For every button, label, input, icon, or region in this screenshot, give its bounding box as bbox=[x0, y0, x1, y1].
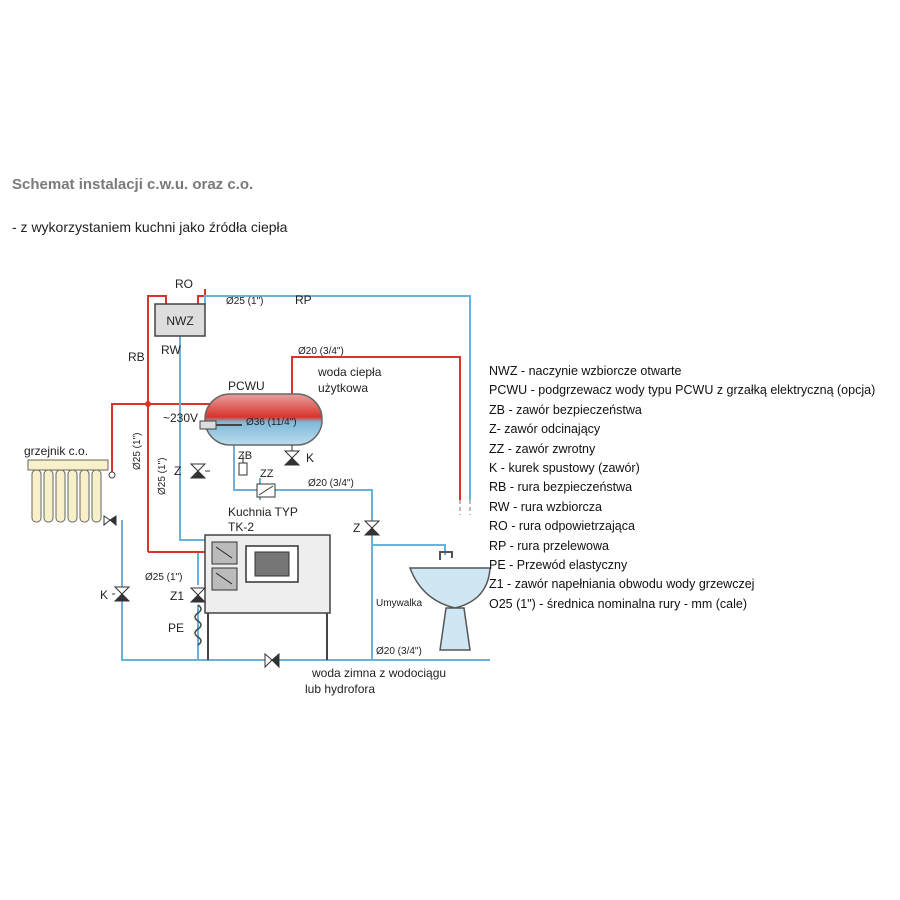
pcwu-water-heater bbox=[199, 393, 323, 446]
legend-item: RO - rura odpowietrzająca bbox=[489, 519, 635, 534]
pipe-pcwu-label: Ø20 (3/4") bbox=[298, 346, 344, 357]
kitchen-label-1: Kuchnia TYP bbox=[228, 505, 298, 519]
cold-water-label-2: lub hydrofora bbox=[305, 682, 375, 696]
vert-label-2: Ø25 (1") bbox=[157, 458, 168, 495]
legend-item: RB - rura bezpieczeństwa bbox=[489, 480, 633, 495]
z1-fill-valve-icon bbox=[189, 587, 207, 603]
radiator-icon bbox=[27, 459, 117, 527]
pipe-mid-label: Ø20 (3/4") bbox=[308, 478, 354, 489]
hot-water-pipes bbox=[111, 289, 461, 553]
z-shutoff-valve-left-icon bbox=[189, 463, 210, 479]
cold-water-pipes bbox=[121, 295, 490, 661]
hot-water-label-1: woda ciepła bbox=[317, 365, 382, 379]
hot-water-label-2: użytkowa bbox=[318, 381, 368, 395]
legend-item: ZZ - zawór zwrotny bbox=[489, 441, 596, 456]
legend-item: PE - Przewód elastyczny bbox=[489, 558, 628, 573]
rw-label: RW bbox=[161, 343, 181, 357]
voltage-label: ~230V bbox=[163, 411, 198, 425]
pcwu-label: PCWU bbox=[228, 379, 265, 393]
legend-item: K - kurek spustowy (zawór) bbox=[489, 461, 640, 476]
kitchen-stove-tk2 bbox=[204, 534, 331, 660]
legend: NWZ - naczynie wzbiorcze otwarte PCWU - … bbox=[489, 362, 875, 614]
cold-water-label-1: woda zimna z wodociągu bbox=[311, 666, 446, 680]
legend-item: O25 (1") - średnica nominalna rury - mm … bbox=[489, 596, 747, 611]
k-tank-label: K bbox=[306, 451, 314, 465]
page-title: Schemat instalacji c.w.u. oraz c.o. bbox=[12, 176, 254, 193]
expansion-vessel-nwz: NWZ bbox=[154, 303, 206, 337]
legend-item: Z- zawór odcinający bbox=[489, 422, 601, 437]
legend-item: RW - rura wzbiorcza bbox=[489, 499, 602, 514]
main-shutoff-valve-icon bbox=[264, 652, 280, 669]
pe-flexible-hose-icon bbox=[194, 604, 202, 646]
z-shutoff-valve-right-icon bbox=[363, 520, 381, 536]
zb-safety-valve-icon bbox=[238, 455, 248, 476]
legend-item: RP - rura przelewowa bbox=[489, 538, 609, 553]
junction-dot bbox=[145, 401, 151, 407]
z-left-label: Z bbox=[174, 464, 181, 478]
washbasin-icon bbox=[408, 551, 491, 651]
k-drain-valve-tank-icon bbox=[283, 445, 301, 466]
legend-item: ZB - zawór bezpieczeństwa bbox=[489, 402, 642, 417]
z1-label: Z1 bbox=[170, 589, 184, 603]
nwz-label: NWZ bbox=[166, 314, 193, 328]
ro-label: RO bbox=[175, 277, 193, 291]
radiator-label: grzejnik c.o. bbox=[24, 444, 88, 458]
legend-item: PCWU - podgrzewacz wody typu PCWU z grza… bbox=[489, 383, 876, 398]
overflow-dashes bbox=[459, 500, 471, 515]
zz-check-valve-icon bbox=[256, 483, 276, 498]
k-drain-valve-left-icon bbox=[112, 586, 131, 602]
zz-label: ZZ bbox=[260, 468, 274, 480]
zb-label: ZB bbox=[238, 450, 252, 462]
k-left-label: K bbox=[100, 588, 108, 602]
legend-item: NWZ - naczynie wzbiorcze otwarte bbox=[489, 364, 682, 378]
pipe-bottom-label: Ø20 (3/4") bbox=[376, 646, 422, 657]
page-subtitle: - z wykorzystaniem kuchni jako źródła ci… bbox=[12, 219, 288, 235]
rp-label: RP bbox=[295, 293, 312, 307]
vert-label-1: Ø25 (1") bbox=[132, 433, 143, 470]
pipe-top-label: Ø25 (1") bbox=[226, 296, 263, 307]
rb-label: RB bbox=[128, 350, 145, 364]
tank-size-label: Ø36 (11/4") bbox=[246, 417, 297, 428]
pe-label: PE bbox=[168, 621, 184, 635]
sink-label: Umywalka bbox=[376, 598, 423, 609]
pipe-low-label: Ø25 (1") bbox=[145, 572, 182, 583]
kitchen-label-2: TK-2 bbox=[228, 520, 254, 534]
z-right-label: Z bbox=[353, 521, 360, 535]
legend-item: Z1 - zawór napełniania obwodu wody grzew… bbox=[489, 577, 755, 592]
